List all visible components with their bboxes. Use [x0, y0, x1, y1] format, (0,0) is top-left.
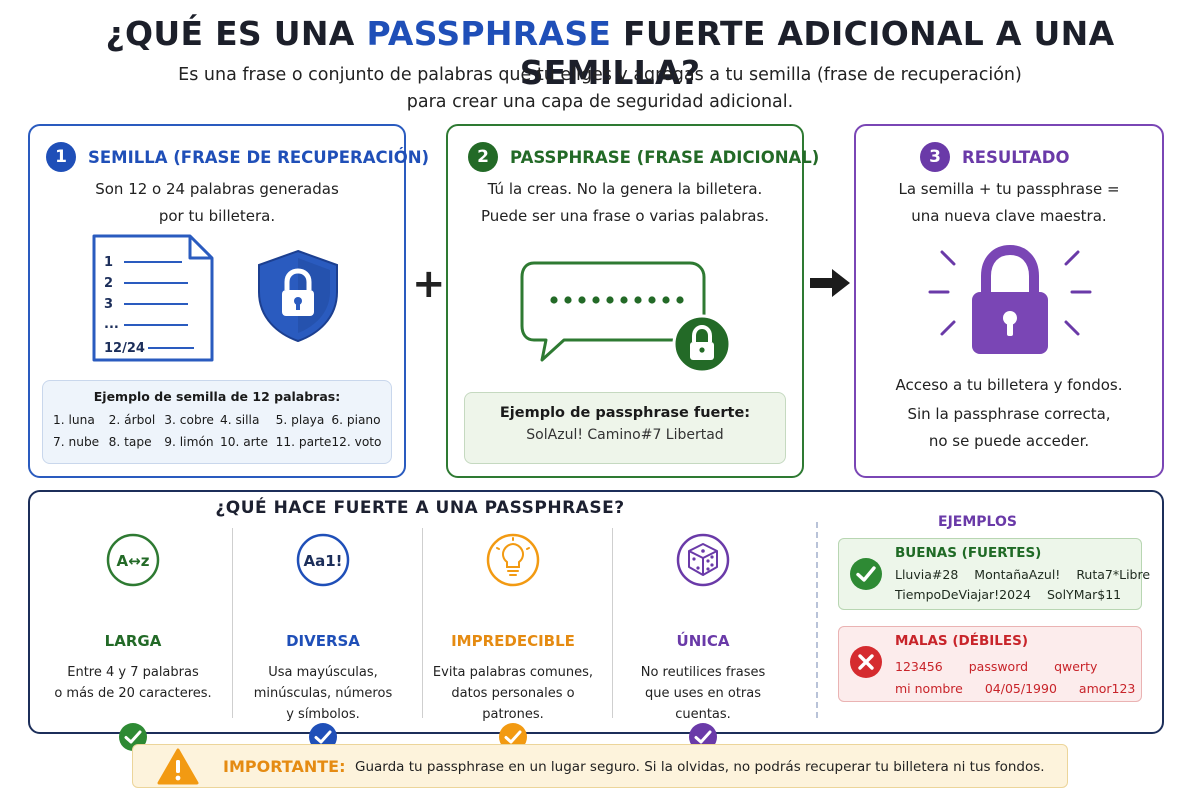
important-text: Guarda tu passphrase en un lugar seguro.…	[355, 759, 1045, 775]
passphrase-panel-header: 2 PASSPHRASE (FRASE ADICIONAL)	[468, 142, 819, 172]
examples-title: EJEMPLOS	[938, 514, 1017, 530]
seed-example-box: Ejemplo de semilla de 12 palabras: 1. lu…	[42, 380, 392, 464]
criterion-description: No reutilices frases que uses en otras c…	[640, 665, 766, 722]
criterion-long: A↔z LARGA Entre 4 y 7 palabras o más de …	[38, 526, 228, 751]
doc-line-number: 2	[104, 276, 113, 291]
step-number-badge: 3	[920, 142, 950, 172]
criterion-description: Usa mayúsculas, minúsculas, números y sí…	[253, 665, 393, 722]
seed-word: 3. cobre	[164, 413, 214, 427]
shield-lock-icon	[258, 249, 338, 343]
criterion-title: LARGA	[104, 632, 162, 650]
step-number-badge: 1	[46, 142, 76, 172]
criterion-title: ÚNICA	[676, 632, 730, 650]
passphrase-panel-description: Tú la creas. No la genera la billetera. …	[480, 180, 770, 225]
strength-title: ¿QUÉ HACE FUERTE A UNA PASSPHRASE?	[215, 498, 625, 518]
seed-panel-description: Son 12 o 24 palabras generadas por tu bi…	[95, 180, 339, 225]
length-icon: A↔z	[106, 533, 160, 587]
diversity-icon-text: Aa1!	[303, 552, 342, 570]
padlock-icon	[928, 244, 1092, 354]
plus-sign: +	[412, 261, 446, 307]
important-label: IMPORTANTE:	[223, 757, 346, 776]
criterion-unpredictable: IMPREDECIBLE Evita palabras comunes, dat…	[418, 526, 608, 751]
passphrase-example-title: Ejemplo de passphrase fuerte:	[499, 405, 751, 421]
seed-word: 1. luna	[53, 413, 95, 427]
criterion-diverse: Aa1! DIVERSA Usa mayúsculas, minúsculas,…	[228, 526, 418, 751]
bad-examples-title: MALAS (DÉBILES)	[895, 633, 1028, 649]
diversity-icon: Aa1!	[296, 533, 350, 587]
warning-icon	[157, 748, 199, 785]
criterion-title: IMPREDECIBLE	[451, 632, 575, 650]
passphrase-panel-title: PASSPHRASE (FRASE ADICIONAL)	[510, 147, 820, 167]
seed-word: 8. tape	[108, 435, 152, 449]
step-number-badge: 2	[468, 142, 498, 172]
doc-line-number: 3	[104, 297, 113, 312]
seed-word: 9. limón	[164, 435, 214, 449]
seed-panel: 1 SEMILLA (FRASE DE RECUPERACIÓN) Son 12…	[28, 124, 429, 478]
seed-panel-header: 1 SEMILLA (FRASE DE RECUPERACIÓN)	[46, 142, 429, 172]
seed-panel-title: SEMILLA (FRASE DE RECUPERACIÓN)	[88, 147, 430, 167]
strength-panel: ¿QUÉ HACE FUERTE A UNA PASSPHRASE? A↔z L…	[28, 490, 1164, 751]
seed-word: 6. piano	[331, 413, 381, 427]
criterion-unique: ÚNICA No reutilices frases que uses en o…	[608, 526, 798, 751]
good-examples-title: BUENAS (FUERTES)	[895, 545, 1042, 561]
seed-word: 2. árbol	[108, 413, 156, 427]
page-subtitle: Es una frase o conjunto de palabras que …	[178, 65, 1022, 112]
seed-word: 4. silla	[219, 413, 260, 427]
check-icon	[850, 558, 882, 590]
dashed-divider	[816, 522, 818, 718]
seed-word: 12. voto	[331, 435, 382, 449]
seed-example-title: Ejemplo de semilla de 12 palabras:	[93, 389, 341, 404]
seed-word-list: 1. luna 2. árbol 3. cobre 4. silla 5. pl…	[53, 413, 387, 449]
doc-line-number: ...	[104, 317, 119, 332]
important-banner: IMPORTANTE: Guarda tu passphrase en un l…	[132, 744, 1068, 788]
seed-word: 10. arte	[219, 435, 268, 449]
seed-word: 5. playa	[275, 413, 325, 427]
arrow-right-icon	[810, 269, 850, 297]
passphrase-example-value: SolAzul! Camino#7 Libertad	[526, 427, 724, 443]
result-panel-title: RESULTADO	[962, 147, 1070, 167]
criterion-title: DIVERSA	[286, 632, 360, 650]
passphrase-panel: 2 PASSPHRASE (FRASE ADICIONAL) Tú la cre…	[446, 124, 819, 478]
result-panel: 3 RESULTADO La semilla + tu passphrase =…	[854, 124, 1164, 478]
criterion-description: Evita palabras comunes, datos personales…	[432, 665, 594, 722]
doc-line-number: 12/24	[104, 341, 145, 356]
seed-word: 7. nube	[53, 435, 100, 449]
result-panel-footer: Acceso a tu billetera y fondos. Sin la p…	[895, 376, 1123, 450]
passphrase-example-box: Ejemplo de passphrase fuerte: SolAzul! C…	[464, 392, 786, 464]
x-icon	[850, 646, 882, 678]
result-panel-description: La semilla + tu passphrase = una nueva c…	[898, 180, 1120, 225]
result-panel-header: 3 RESULTADO	[920, 142, 1070, 172]
document-icon: 1 2 3 ... 12/24	[92, 234, 214, 362]
page-title: ¿QUÉ ES UNA PASSPHRASE FUERTE ADICIONAL …	[105, 14, 1115, 92]
seed-word: 11. parte	[275, 435, 332, 449]
length-icon-text: A↔z	[117, 552, 150, 570]
chat-bubble-icon	[520, 261, 732, 374]
dice-icon	[676, 533, 730, 587]
lightbulb-icon	[486, 533, 540, 587]
criterion-description: Entre 4 y 7 palabras o más de 20 caracte…	[54, 665, 212, 701]
doc-line-number: 1	[104, 255, 113, 270]
